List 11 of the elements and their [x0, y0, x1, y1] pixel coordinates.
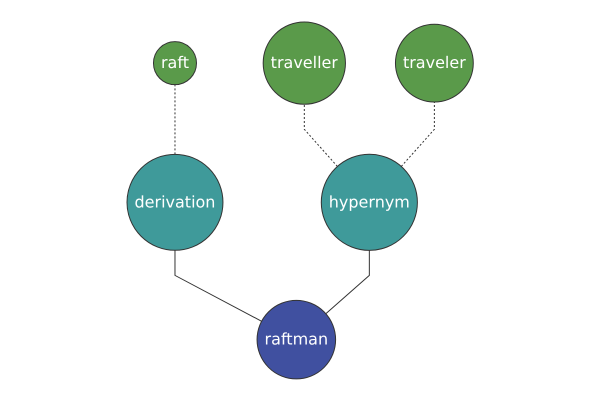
connector [325, 249, 370, 314]
connector [304, 103, 338, 166]
node-circle: hypernym [320, 153, 418, 250]
node-circle: raft [152, 40, 197, 85]
node-circle: traveller [262, 21, 346, 104]
node-circle: derivation [126, 153, 224, 250]
node-circle: traveler [394, 23, 474, 102]
node-circle: raftman [256, 299, 336, 379]
connector [174, 84, 176, 154]
connector [174, 249, 262, 322]
connector [400, 101, 435, 166]
